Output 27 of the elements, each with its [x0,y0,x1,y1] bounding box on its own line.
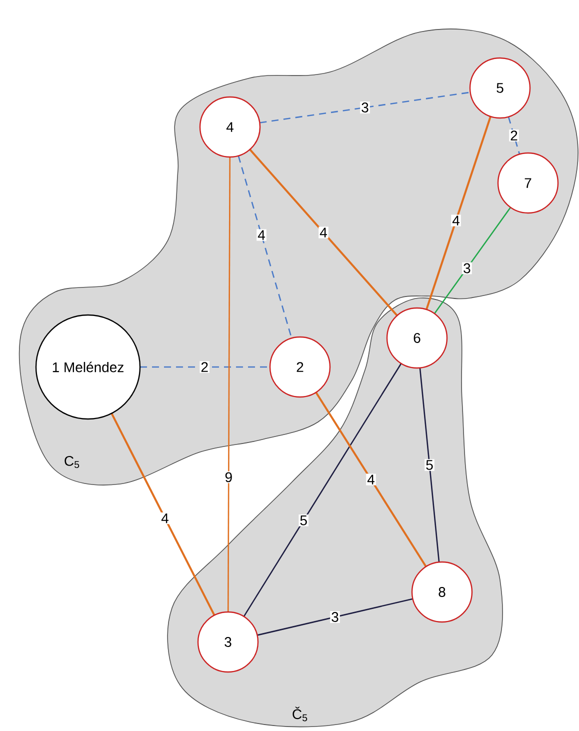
edge-label: 9 [224,471,234,484]
edge-line [260,92,470,124]
edge-label: 3 [360,102,370,114]
edge-line [257,598,413,636]
edge-line [249,148,398,316]
edge-line [243,363,402,617]
edge-line [434,207,512,314]
edge-label: 5 [298,514,308,526]
edge-label: 4 [256,229,266,241]
edge-line [508,116,520,154]
edge-line [426,116,492,310]
edge-line [227,157,231,612]
edge-line [140,366,270,368]
edge-label: 2 [200,361,210,373]
edge-line [238,156,292,338]
edge-label: 4 [451,214,461,226]
edge-line [110,412,216,616]
edge-label: 5 [424,459,434,471]
node-label: Č$_{5}$ [292,706,308,722]
edge-label: 4 [318,226,328,238]
edge-label: 4 [160,512,170,524]
edge-line [419,368,440,562]
edge-line [315,392,427,568]
edge-label: 3 [462,262,472,274]
edge-label: 3 [330,611,340,623]
edge-label: 4 [366,474,376,486]
edge-label: 2 [509,130,519,142]
